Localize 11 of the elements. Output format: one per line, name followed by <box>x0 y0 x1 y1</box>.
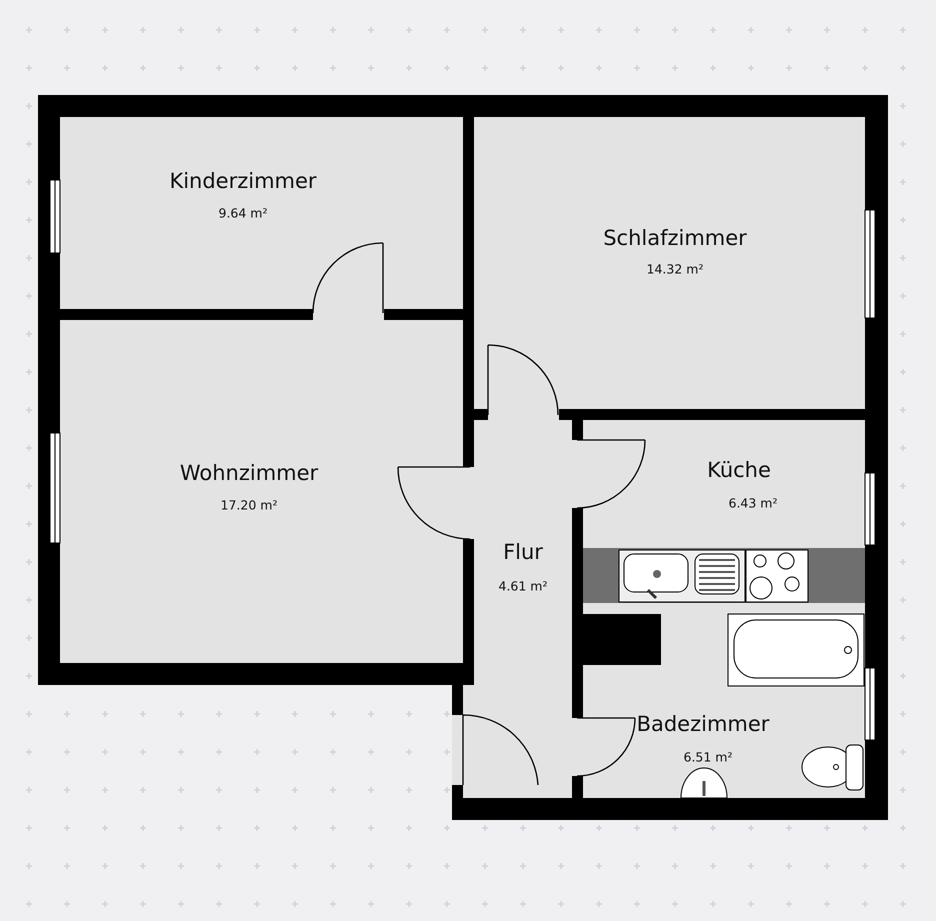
area-label: 6.51 m² <box>682 750 734 764</box>
room-floor <box>60 117 463 309</box>
area-label: 4.61 m² <box>496 578 550 594</box>
room-floor <box>474 117 865 409</box>
area-label: 9.64 m² <box>216 206 270 220</box>
area-label: 14.32 m² <box>644 262 706 276</box>
room-floor <box>583 420 865 548</box>
area-label: 6.43 m² <box>726 496 780 510</box>
room-floor <box>474 420 572 798</box>
room-floor <box>60 320 463 663</box>
area-label: 17.20 m² <box>218 498 280 512</box>
